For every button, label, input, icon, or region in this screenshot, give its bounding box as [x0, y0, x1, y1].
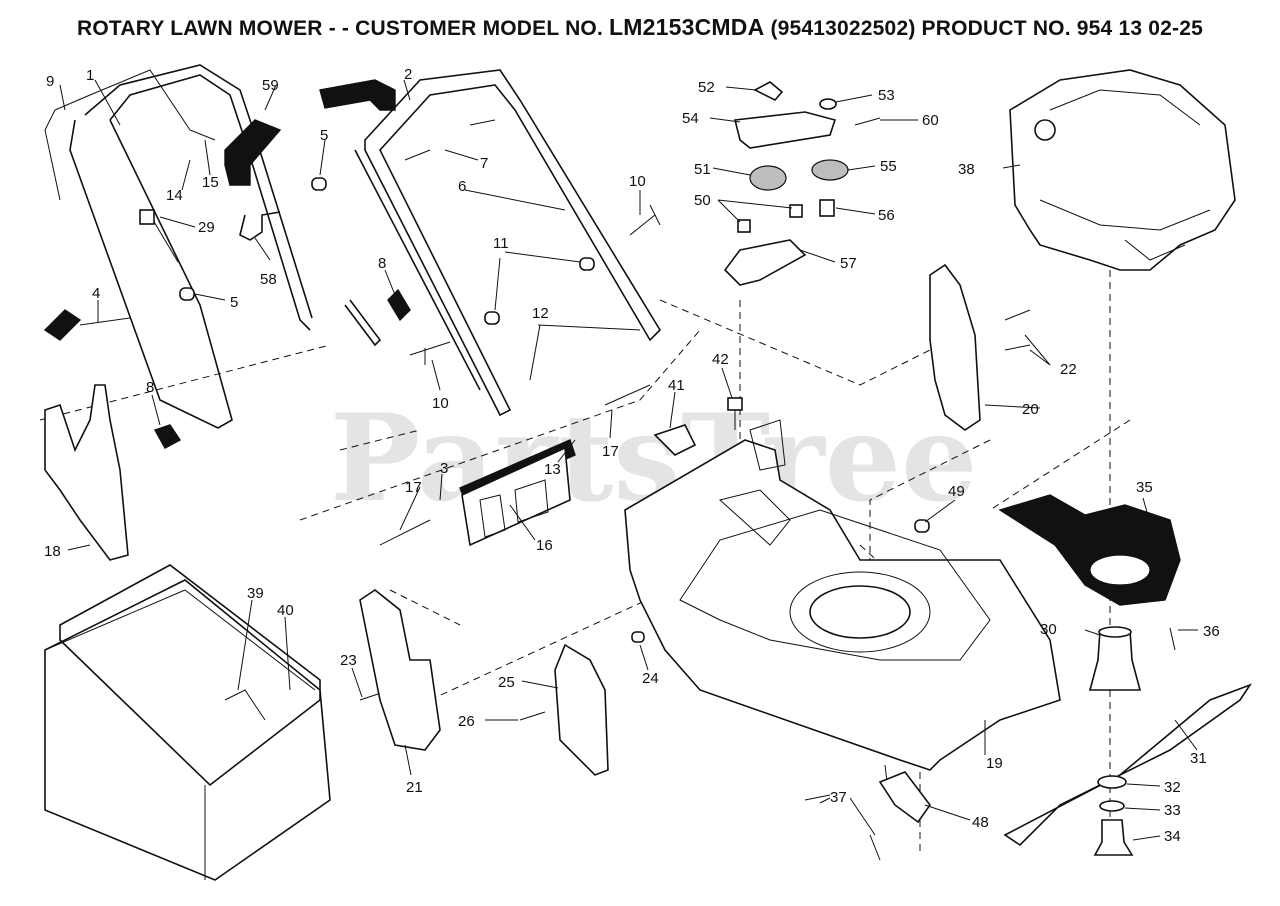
- model-number: LM2153CMDA: [609, 14, 765, 40]
- callout-36: 36: [1203, 623, 1220, 640]
- callout-4: 4: [92, 285, 100, 302]
- blade-baffle: [998, 494, 1181, 606]
- title-prefix: ROTARY LAWN MOWER - - CUSTOMER MODEL NO.: [77, 17, 610, 40]
- callout-31: 31: [1190, 750, 1207, 767]
- callout-8b: 8: [378, 255, 386, 272]
- callout-54: 54: [682, 110, 699, 127]
- clip-part: [239, 211, 281, 241]
- diagram-title: ROTARY LAWN MOWER - - CUSTOMER MODEL NO.…: [0, 14, 1280, 41]
- callout-19: 19: [986, 755, 1003, 772]
- callout-53: 53: [878, 87, 895, 104]
- callout-41: 41: [668, 377, 685, 394]
- engine: [1009, 69, 1236, 271]
- blade-adapter: [1088, 626, 1142, 691]
- knob-part-8-left: [153, 424, 182, 449]
- title-suffix: (95413022502) PRODUCT NO. 954 13 02-25: [764, 17, 1203, 40]
- callout-numbers: 1 9 59 2 5 7 6 10 11 12 14 15 29 5 4 8 8…: [44, 66, 1220, 845]
- callout-15: 15: [202, 174, 219, 191]
- callout-1: 1: [86, 67, 94, 84]
- throttle-assembly: [723, 81, 881, 286]
- callout-25: 25: [498, 674, 515, 691]
- rear-deflector: [44, 384, 129, 561]
- callout-30: 30: [1040, 621, 1057, 638]
- callout-55: 55: [880, 158, 897, 175]
- callout-57: 57: [840, 255, 857, 272]
- callout-33: 33: [1164, 802, 1181, 819]
- callout-17b: 17: [405, 479, 422, 496]
- callout-23: 23: [340, 652, 357, 669]
- callout-52: 52: [698, 79, 715, 96]
- callout-20: 20: [1022, 401, 1039, 418]
- callout-60: 60: [922, 112, 939, 129]
- callout-13: 13: [544, 461, 561, 478]
- bolt-part-29: [139, 209, 179, 263]
- lower-handle: [344, 69, 662, 417]
- knob-part-4: [43, 309, 131, 341]
- callout-17a: 17: [602, 443, 619, 460]
- callout-29: 29: [198, 219, 215, 236]
- callout-3: 3: [440, 460, 448, 477]
- knob-part-8-right: [387, 288, 411, 322]
- callout-8a: 8: [146, 379, 154, 396]
- callout-59: 59: [262, 77, 279, 94]
- callout-24: 24: [642, 670, 659, 687]
- callout-22: 22: [1060, 361, 1077, 378]
- fasteners: [179, 119, 1176, 861]
- callout-6: 6: [458, 178, 466, 195]
- mulch-plug-bracket-48: [878, 771, 931, 824]
- warning-label: [653, 424, 697, 456]
- blade-bolt-stack: [1093, 775, 1134, 856]
- callout-58: 58: [260, 271, 277, 288]
- callout-56: 56: [878, 207, 895, 224]
- callout-16: 16: [536, 537, 553, 554]
- callout-leaders: [59, 79, 1198, 841]
- callout-39: 39: [247, 585, 264, 602]
- callout-10b: 10: [432, 395, 449, 412]
- callout-37: 37: [830, 789, 847, 806]
- mower-deck: [624, 419, 1061, 771]
- callout-48: 48: [972, 814, 989, 831]
- control-cable: [44, 69, 216, 201]
- callout-34: 34: [1164, 828, 1181, 845]
- hose-part: [224, 79, 396, 186]
- callout-12: 12: [532, 305, 549, 322]
- callout-49: 49: [948, 483, 965, 500]
- callout-7: 7: [480, 155, 488, 172]
- grass-bag: [44, 564, 331, 881]
- callout-40: 40: [277, 602, 294, 619]
- rear-door: [459, 439, 576, 547]
- callout-26: 26: [458, 713, 475, 730]
- callout-42: 42: [712, 351, 729, 368]
- callout-32: 32: [1164, 779, 1181, 796]
- front-bracket-25: [554, 643, 609, 776]
- callout-10a: 10: [629, 173, 646, 190]
- callout-35: 35: [1136, 479, 1153, 496]
- callout-14: 14: [166, 187, 183, 204]
- callout-51: 51: [694, 161, 711, 178]
- upper-handle-left: [69, 64, 313, 429]
- callout-5b: 5: [230, 294, 238, 311]
- callout-11: 11: [493, 235, 509, 252]
- callout-9: 9: [46, 73, 54, 90]
- mower-blade: [1003, 683, 1253, 847]
- side-bracket-20: [929, 263, 981, 431]
- callout-21: 21: [406, 779, 423, 796]
- callout-50: 50: [694, 192, 711, 209]
- callout-18: 18: [44, 543, 61, 560]
- callout-38: 38: [958, 161, 975, 178]
- callout-2: 2: [404, 66, 412, 83]
- rear-bracket-21: [359, 589, 441, 751]
- callout-5a: 5: [320, 127, 328, 144]
